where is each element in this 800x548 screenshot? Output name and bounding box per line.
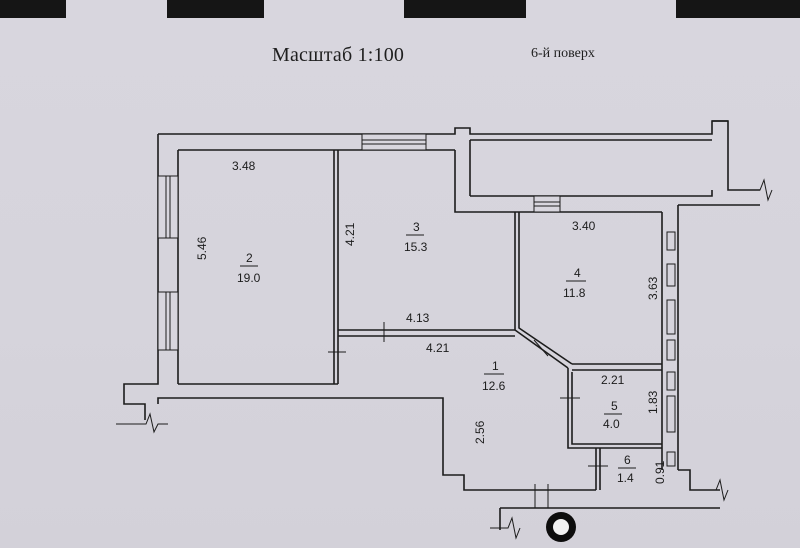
doors [328, 322, 608, 508]
dim-room2-height: 5.46 [195, 236, 209, 260]
dim-room6-height: 0.91 [653, 460, 667, 484]
scale-title: Масштаб 1:100 [272, 44, 405, 66]
camera-cutout [546, 512, 576, 542]
binding-tape [404, 0, 526, 18]
room-2-label: 2 19.0 [237, 251, 261, 285]
dim-room5-height: 1.83 [646, 390, 660, 414]
room-number: 6 [624, 453, 631, 467]
room-number: 4 [574, 266, 581, 280]
windows [157, 133, 561, 351]
dim-room5-width: 2.21 [601, 373, 625, 387]
room-6-label: 6 1.4 [617, 453, 636, 485]
room-area: 15.3 [404, 240, 428, 254]
dim-room3-bottom: 4.13 [406, 311, 430, 325]
fixtures [666, 231, 676, 467]
binding-tape [676, 0, 800, 18]
dim-room4-height: 3.63 [646, 276, 660, 300]
binding-tape [167, 0, 264, 18]
room-3-label: 3 15.3 [404, 220, 428, 254]
room-1-label: 1 12.6 [482, 359, 506, 393]
dim-room2-width: 3.48 [232, 159, 256, 173]
room-area: 11.8 [563, 286, 586, 300]
room-number: 3 [413, 220, 420, 234]
room-4-label: 4 11.8 [563, 266, 586, 300]
dim-hall-width: 4.21 [426, 341, 450, 355]
room-number: 1 [492, 359, 499, 373]
room-area: 19.0 [237, 271, 261, 285]
interior-walls [333, 150, 662, 490]
room-area: 1.4 [617, 471, 634, 485]
room-area: 12.6 [482, 379, 506, 393]
dim-hall-height: 2.56 [473, 420, 487, 444]
dim-room4-width: 3.40 [572, 219, 596, 233]
floor-label: 6-й поверх [531, 46, 595, 61]
room-number: 2 [246, 251, 253, 265]
room-5-label: 5 4.0 [603, 399, 622, 431]
dim-room3-height: 4.21 [343, 222, 357, 246]
room-number: 5 [611, 399, 618, 413]
break-markers [116, 178, 773, 540]
binding-tape [0, 0, 66, 18]
room-area: 4.0 [603, 417, 620, 431]
